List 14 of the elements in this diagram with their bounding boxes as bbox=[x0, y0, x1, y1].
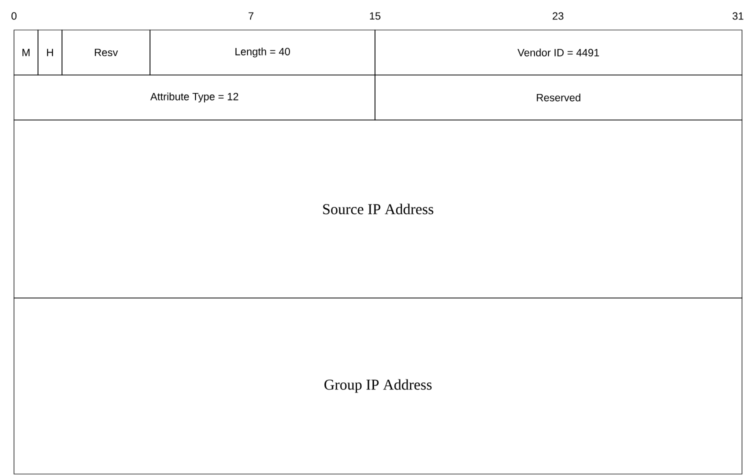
field-cell: Reserved bbox=[374, 74, 742, 120]
field-cell: Vendor ID = 4491 bbox=[374, 30, 742, 76]
field-cell: Resv bbox=[62, 30, 150, 76]
field-cell: M bbox=[14, 30, 38, 76]
bit-number: 31 bbox=[732, 12, 744, 20]
field-cell: Length = 40 bbox=[150, 30, 376, 76]
bit-number: 15 bbox=[370, 12, 380, 20]
field-cell: Source IP Address bbox=[14, 120, 742, 298]
field-cell: Attribute Type = 12 bbox=[14, 74, 376, 120]
bit-number: 7 bbox=[248, 12, 254, 20]
bit-number: 23 bbox=[552, 12, 564, 20]
field-cell: H bbox=[38, 30, 62, 76]
bit-number: 0 bbox=[12, 12, 16, 20]
field-cell: Group IP Address bbox=[14, 298, 742, 474]
